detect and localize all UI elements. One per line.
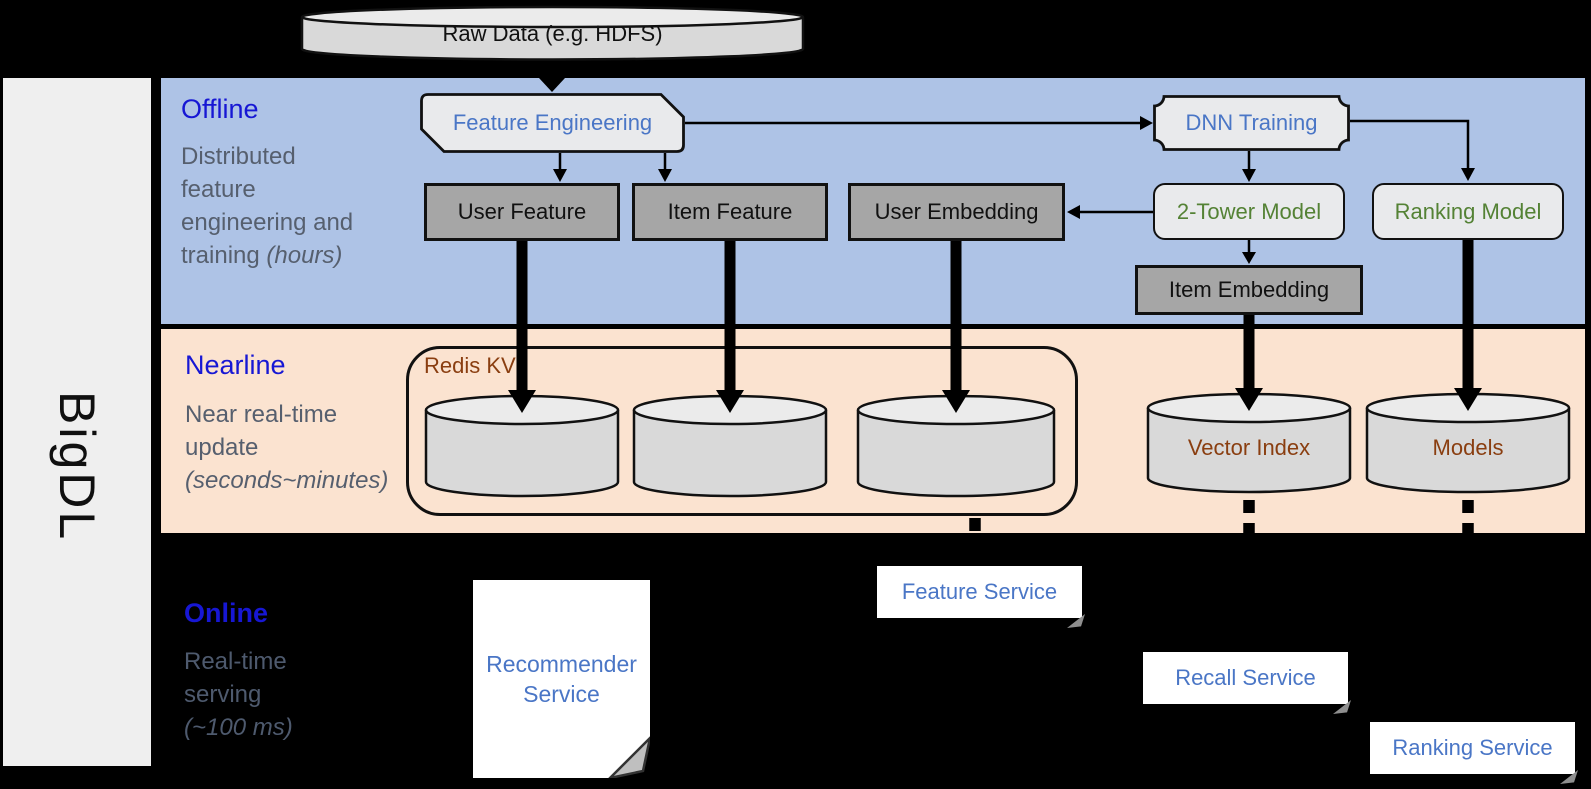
nearline-desc-line3: (seconds~minutes) xyxy=(185,467,389,494)
feature-engineering-node: Feature Engineering xyxy=(420,93,685,153)
database-cylinder-icon xyxy=(424,394,620,498)
item-embedding-node: Item Embedding xyxy=(1135,265,1363,315)
models-store: Models xyxy=(1365,392,1571,494)
offline-desc-line4: training (hours) xyxy=(181,242,343,269)
folded-corner-icon xyxy=(1067,614,1085,628)
ranking-model-node: Ranking Model xyxy=(1372,183,1564,240)
item-embedding-label: Item Embedding xyxy=(1168,277,1330,302)
two-tower-model-node: 2-Tower Model xyxy=(1153,183,1345,240)
offline-desc-line1: Distributed xyxy=(181,143,296,170)
feature-service-card: Feature Service xyxy=(877,566,1085,628)
raw-data-label: Raw Data (e.g. HDFS) xyxy=(442,20,663,46)
plaque-shape xyxy=(1153,95,1350,151)
item-feature-node: Item Feature xyxy=(632,183,828,241)
document-page-icon xyxy=(473,580,650,778)
kv-cylinder-2 xyxy=(632,394,828,498)
redis-kv-label: Redis KV xyxy=(424,353,516,378)
feature-engineering-label: Feature Engineering xyxy=(452,110,653,135)
user-feature-node: User Feature xyxy=(424,183,620,241)
offline-desc-line3: engineering and xyxy=(181,209,354,236)
models-label: Models xyxy=(1432,435,1504,460)
offline-desc-line2: feature xyxy=(181,176,256,203)
vector-index-label: Vector Index xyxy=(1187,435,1311,460)
user-embedding-node: User Embedding xyxy=(848,183,1065,241)
snip-corner-shape xyxy=(420,93,685,153)
ranking-service-card: Ranking Service xyxy=(1370,722,1578,784)
offline-title: Offline xyxy=(181,94,259,124)
nearline-title: Nearline xyxy=(185,350,286,380)
two-tower-model-label: 2-Tower Model xyxy=(1176,198,1322,224)
vector-index-store: Vector Index xyxy=(1146,392,1352,494)
item-feature-label: Item Feature xyxy=(667,199,793,224)
kv-cylinder-3 xyxy=(856,394,1056,498)
recommender-service-doc: Recommender Service xyxy=(473,580,650,778)
raw-data-store: Raw Data (e.g. HDFS) xyxy=(300,5,805,62)
database-cylinder-icon xyxy=(632,394,828,498)
online-description: Real-time serving (~100 ms) xyxy=(184,645,293,744)
bigdl-sidebar: BigDL xyxy=(3,78,151,766)
online-desc-line3: (~100 ms) xyxy=(184,714,293,741)
recall-service-label: Recall Service xyxy=(1175,665,1316,690)
database-cylinder-icon xyxy=(856,394,1056,498)
dnn-training-node: DNN Training xyxy=(1153,95,1350,151)
online-desc-line2: serving xyxy=(184,681,262,708)
online-title: Online xyxy=(184,598,269,628)
feature-service-label: Feature Service xyxy=(901,579,1058,604)
user-feature-label: User Feature xyxy=(457,199,587,224)
recall-service-card: Recall Service xyxy=(1143,652,1351,714)
folded-corner-icon xyxy=(1333,700,1351,714)
recommender-label-line2: Service xyxy=(523,681,600,707)
nearline-desc-line2: update xyxy=(185,434,259,461)
folded-corner-icon xyxy=(1560,770,1578,784)
dnn-training-label: DNN Training xyxy=(1185,110,1318,135)
bigdl-label: BigDL xyxy=(49,391,105,543)
nearline-description: Near real-time update (seconds~minutes) xyxy=(185,398,388,497)
nearline-desc-line1: Near real-time xyxy=(185,401,338,428)
ranking-service-label: Ranking Service xyxy=(1392,735,1553,760)
raw-data-cylinder-icon xyxy=(300,5,805,61)
kv-cylinder-1 xyxy=(424,394,620,498)
redis-kv-group xyxy=(406,346,1078,516)
recommender-service-label: Recommender Service xyxy=(473,580,650,778)
user-embedding-label: User Embedding xyxy=(874,199,1039,224)
ranking-model-label: Ranking Model xyxy=(1394,198,1542,224)
recommender-label-line1: Recommender xyxy=(486,651,637,677)
offline-description: Distributed feature engineering and trai… xyxy=(181,140,353,272)
online-desc-line1: Real-time xyxy=(184,648,287,675)
